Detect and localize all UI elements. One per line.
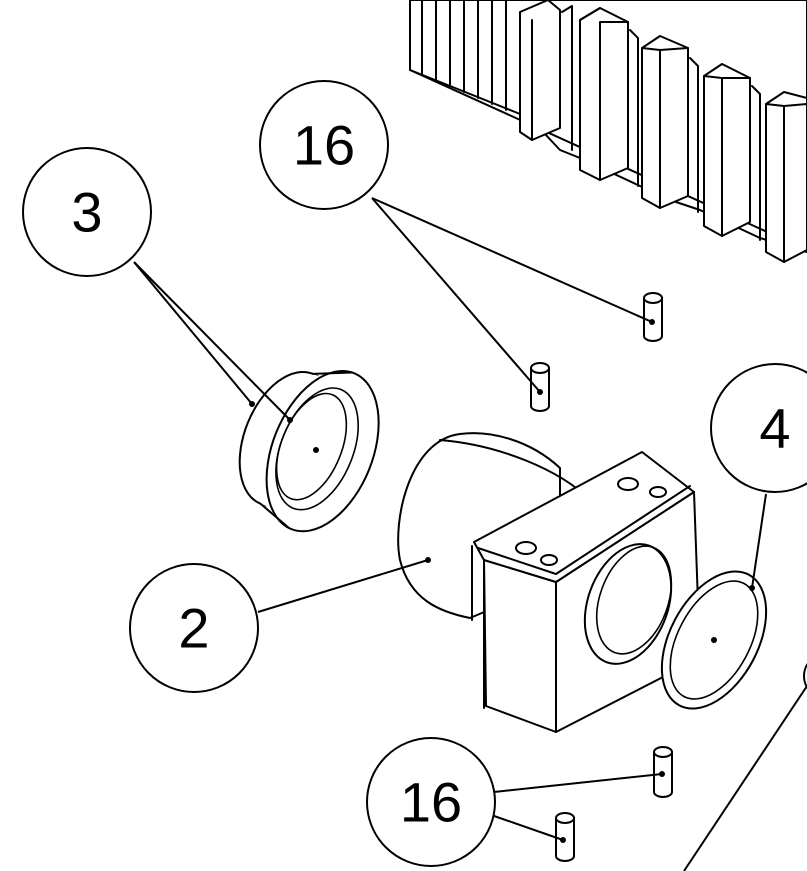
dowel-pin-upper-right — [643, 292, 663, 342]
leader-dots — [249, 319, 755, 843]
balloon-partial-right — [803, 663, 807, 689]
seal-bushing — [238, 370, 380, 533]
dowel-pin-lower-left — [555, 812, 575, 862]
dowel-pin-upper-left — [530, 362, 550, 412]
leader-lines — [133, 197, 807, 871]
balloon-pin-bottom: 16 — [366, 737, 496, 867]
balloon-pin-top: 16 — [259, 80, 389, 210]
bearing-housing — [397, 432, 701, 733]
balloon-housing: 2 — [129, 563, 259, 693]
balloon-housing-label: 2 — [178, 597, 209, 660]
balloon-pin-bottom-label: 16 — [400, 771, 462, 834]
balloon-seal-right-label: 4 — [759, 397, 790, 460]
balloon-seal-left: 3 — [22, 147, 152, 277]
balloon-seal-left-label: 3 — [71, 181, 102, 244]
gear-rack — [409, 0, 807, 263]
balloon-pin-top-label: 16 — [293, 114, 355, 177]
balloon-seal-right: 4 — [710, 363, 807, 493]
